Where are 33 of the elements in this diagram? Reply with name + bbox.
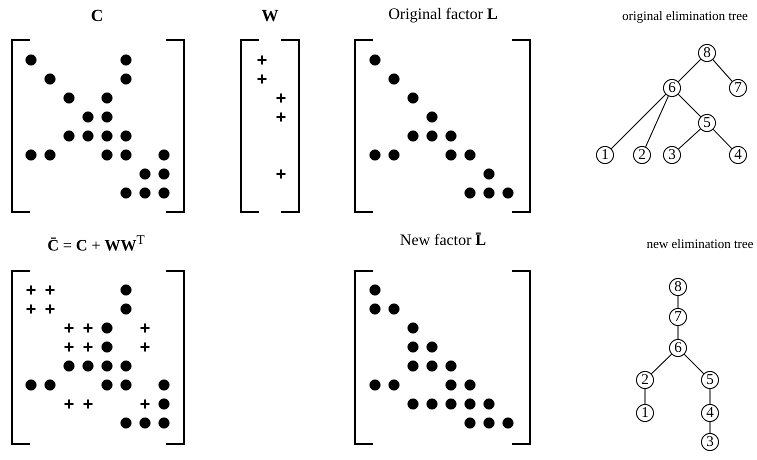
matrix-title: C — [90, 6, 104, 26]
tree-edge — [645, 96, 669, 148]
tree-node: 4 — [701, 404, 719, 422]
matrix-title: New factor L̄ — [400, 232, 486, 250]
tree-edge — [684, 354, 704, 374]
tree-node: 1 — [596, 146, 614, 164]
tree-node: 5 — [701, 371, 719, 389]
tree-node: 6 — [663, 79, 681, 97]
matrix-title: W — [262, 6, 278, 26]
tree-node: 2 — [633, 146, 651, 164]
tree-edge — [644, 388, 646, 404]
tree-edge — [610, 94, 666, 150]
tree-node: 4 — [729, 146, 747, 164]
tree-edge — [712, 59, 733, 82]
tree-node: 2 — [636, 371, 654, 389]
tree-edge — [678, 94, 702, 118]
tree-node: 6 — [669, 339, 687, 357]
tree-node: 8 — [698, 44, 716, 62]
tree-edge — [678, 58, 702, 82]
tree-node: 8 — [669, 278, 687, 296]
matrix-title: C̄ = C + WW$^{T}$ — [47, 232, 145, 256]
tree-edge — [650, 354, 672, 374]
tree-node: 3 — [701, 433, 719, 451]
tree-title: new elimination tree — [646, 236, 754, 252]
tree-node: 5 — [698, 114, 716, 132]
tree-edge — [678, 128, 701, 150]
tree-node: 3 — [663, 146, 681, 164]
tree-title: original elimination tree — [622, 8, 748, 24]
tree-node: 7 — [669, 308, 687, 326]
tree-edge — [712, 128, 732, 150]
matrix-title: Original factor L — [388, 6, 498, 24]
tree-node: 7 — [729, 79, 747, 97]
tree-node: 1 — [636, 404, 654, 422]
